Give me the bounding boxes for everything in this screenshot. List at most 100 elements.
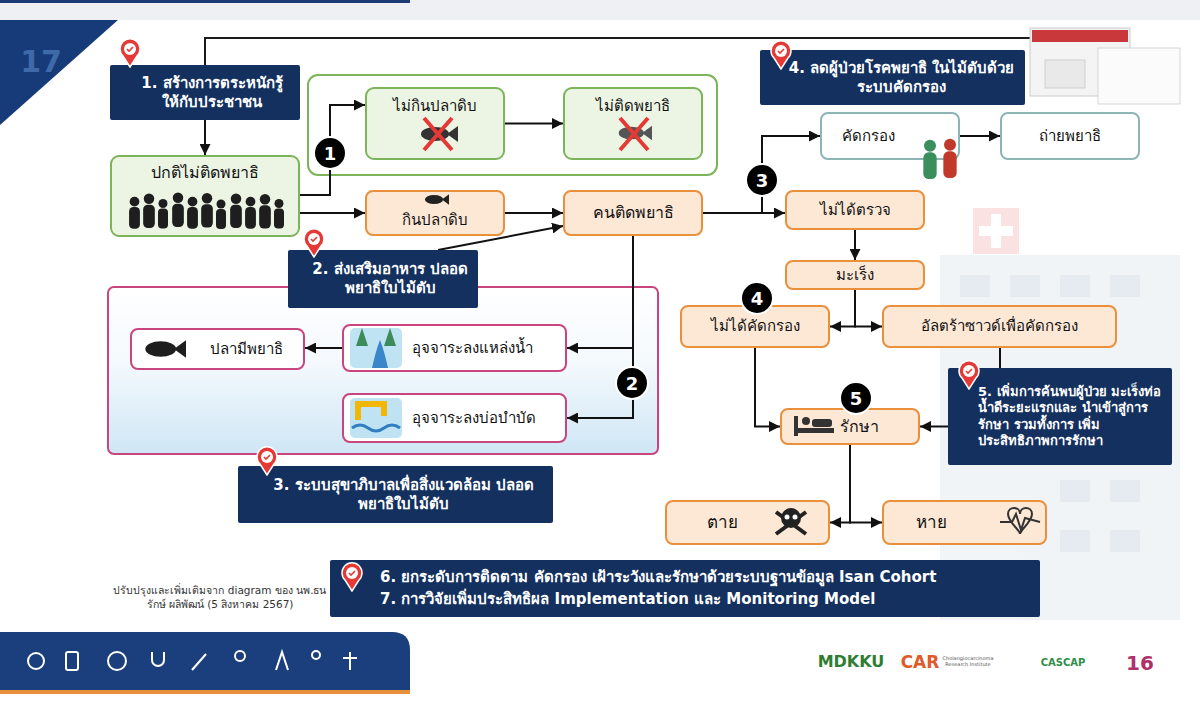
callout-box: 2. ส่งเสริมอาหาร ปลอดพยาธิใบไม้ตับ: [288, 250, 478, 308]
node-text: ตาย: [707, 512, 738, 533]
flow-arrow: [505, 212, 563, 214]
flow-arrow: [855, 290, 882, 327]
callout-box: 1. สร้างการตระหนักรู้ ให้กับประชาชน: [110, 65, 300, 120]
flow-arrow: [830, 290, 855, 327]
window: [1060, 275, 1090, 297]
node-text: ปกติไม่ติดพยาธิ: [151, 163, 259, 183]
callout-number: 2: [615, 366, 649, 400]
process-box: อัลตร้าซาวด์เพื่อคัดกรอง: [882, 305, 1117, 348]
icon-bar-rule: [0, 690, 410, 694]
node-text: 5. เพิ่มการค้นพบผู้ป่วย มะเร็งท่อน้ำดีระ…: [978, 384, 1164, 449]
callout-box: 4. ลดผู้ป่วยโรคพยาธิ ในไม้ตับด้วยระบบคัด…: [760, 50, 1025, 105]
callout-box: 6. ยกระดับการติดตาม คัดกรอง เฝ้าระวังและ…: [330, 560, 1040, 617]
node-text: อัลตร้าซาวด์เพื่อคัดกรอง: [921, 317, 1078, 336]
process-box: อุจจาระลงแหล่งน้ำ: [342, 324, 567, 372]
window: [1010, 275, 1040, 297]
group-frame: [108, 287, 658, 454]
product-image: [1030, 28, 1180, 104]
flow-arrow: [703, 212, 785, 214]
page-number: 16: [1118, 648, 1162, 678]
footnote: ปรับปรุงและเพิ่มเติมจาก diagram ของ นพ.ธ…: [105, 572, 335, 624]
process-box: ปลามีพยาธิ: [130, 328, 305, 370]
node-text: คัดกรอง: [842, 127, 895, 146]
node-text: ถ่ายพยาธิ: [1039, 127, 1101, 146]
window: [960, 275, 990, 297]
node-text: 7. การวิจัยเพิ่มประสิทธิผล Implementatio…: [380, 590, 875, 609]
bar-icon: [28, 653, 44, 669]
bar-icon: [152, 652, 164, 666]
top-rule: [0, 0, 410, 3]
map-pin: [120, 39, 140, 67]
slide-number: 17: [6, 40, 76, 82]
process-box: อุจจาระลงบ่อบำบัด: [342, 393, 567, 443]
node-text: รักษา: [840, 417, 879, 437]
flow-arrow: [300, 105, 365, 195]
logo-text: MDKKU: [812, 650, 890, 674]
node-text: อุจจาระลงบ่อบำบัด: [412, 409, 536, 428]
logo-text: CAR: [898, 649, 942, 675]
flow-arrow: [505, 123, 563, 125]
box-stripe: [1032, 30, 1128, 42]
group-frame: [308, 75, 717, 175]
top-band: [0, 0, 1200, 20]
icon-bar: [0, 632, 410, 690]
bar-icon: [192, 654, 206, 670]
cross-sign: [973, 208, 1019, 254]
flow-arrow: [850, 445, 882, 523]
bar-icon: [235, 651, 245, 661]
callout-box: 3. ระบบสุขาภิบาลเพื่อสิ่งแวดล้อม ปลอดพยา…: [238, 466, 553, 523]
cross-bar: [979, 226, 1013, 236]
callout-number: 5: [839, 381, 873, 415]
window: [1110, 530, 1140, 552]
bar-icon: [343, 652, 357, 670]
hospital-watermark: [940, 208, 1180, 620]
process-box: ไม่กินปลาดิบ: [365, 87, 505, 160]
node-text: ไม่ได้คัดกรอง: [711, 317, 800, 336]
node-text: คนติดพยาธิ: [593, 203, 674, 223]
bar-icon: [108, 652, 126, 670]
node-text: มะเร็ง: [836, 266, 874, 285]
process-box: ไม่ได้ตรวจ: [785, 190, 925, 230]
flow-arrow: [300, 212, 365, 214]
bar-icons: [28, 651, 357, 670]
flow-arrow: [567, 236, 633, 348]
bar-icon: [312, 651, 320, 659]
node-text: ไม่ติดพยาธิ: [596, 97, 670, 116]
logo-text: CASCAP: [1030, 652, 1096, 672]
node-text: ปลามีพยาธิ: [210, 340, 283, 359]
callout-number: 3: [745, 163, 779, 197]
window: [1060, 530, 1090, 552]
callout-box: 5. เพิ่มการค้นพบผู้ป่วย มะเร็งท่อน้ำดีระ…: [948, 368, 1172, 465]
node-text: 3. ระบบสุขาภิบาลเพื่อสิ่งแวดล้อม ปลอดพยา…: [262, 476, 545, 514]
flow-arrow: [830, 445, 850, 523]
window: [1110, 275, 1140, 297]
process-box: ตาย: [665, 500, 830, 545]
callout-number: 1: [313, 136, 347, 170]
process-box: คนติดพยาธิ: [563, 190, 703, 236]
process-box: ถ่ายพยาธิ: [1000, 112, 1140, 160]
node-text: 2. ส่งเสริมอาหาร ปลอดพยาธิใบไม้ตับ: [310, 260, 470, 298]
bar-icon: [276, 652, 288, 670]
node-text: กินปลาดิบ: [402, 211, 468, 230]
node-text: 6. ยกระดับการติดตาม คัดกรอง เฝ้าระวังและ…: [380, 568, 936, 587]
node-text: อุจจาระลงแหล่งน้ำ: [412, 339, 533, 358]
node-text: ไม่กินปลาดิบ: [393, 97, 477, 116]
process-box: มะเร็ง: [785, 260, 925, 290]
blister: [1098, 48, 1180, 104]
node-text: หาย: [916, 512, 947, 533]
flow-arrow: [204, 120, 206, 155]
flow-arrow: [854, 230, 856, 260]
node-text: ไม่ได้ตรวจ: [820, 201, 891, 220]
flow-arrow: [755, 348, 780, 427]
logo-text: Cholangiocarcinoma Research Institute: [942, 650, 994, 672]
process-box: ไม่ติดพยาธิ: [563, 87, 703, 160]
corner-triangle: [0, 20, 118, 125]
callout-number: 4: [740, 281, 774, 315]
process-box: คัดกรอง: [820, 112, 960, 160]
flow-arrow: [305, 347, 342, 349]
window: [1060, 480, 1090, 502]
process-box: หาย: [882, 500, 1047, 545]
process-box: ปกติไม่ติดพยาธิ: [110, 155, 300, 237]
leaflet: [1045, 60, 1085, 88]
